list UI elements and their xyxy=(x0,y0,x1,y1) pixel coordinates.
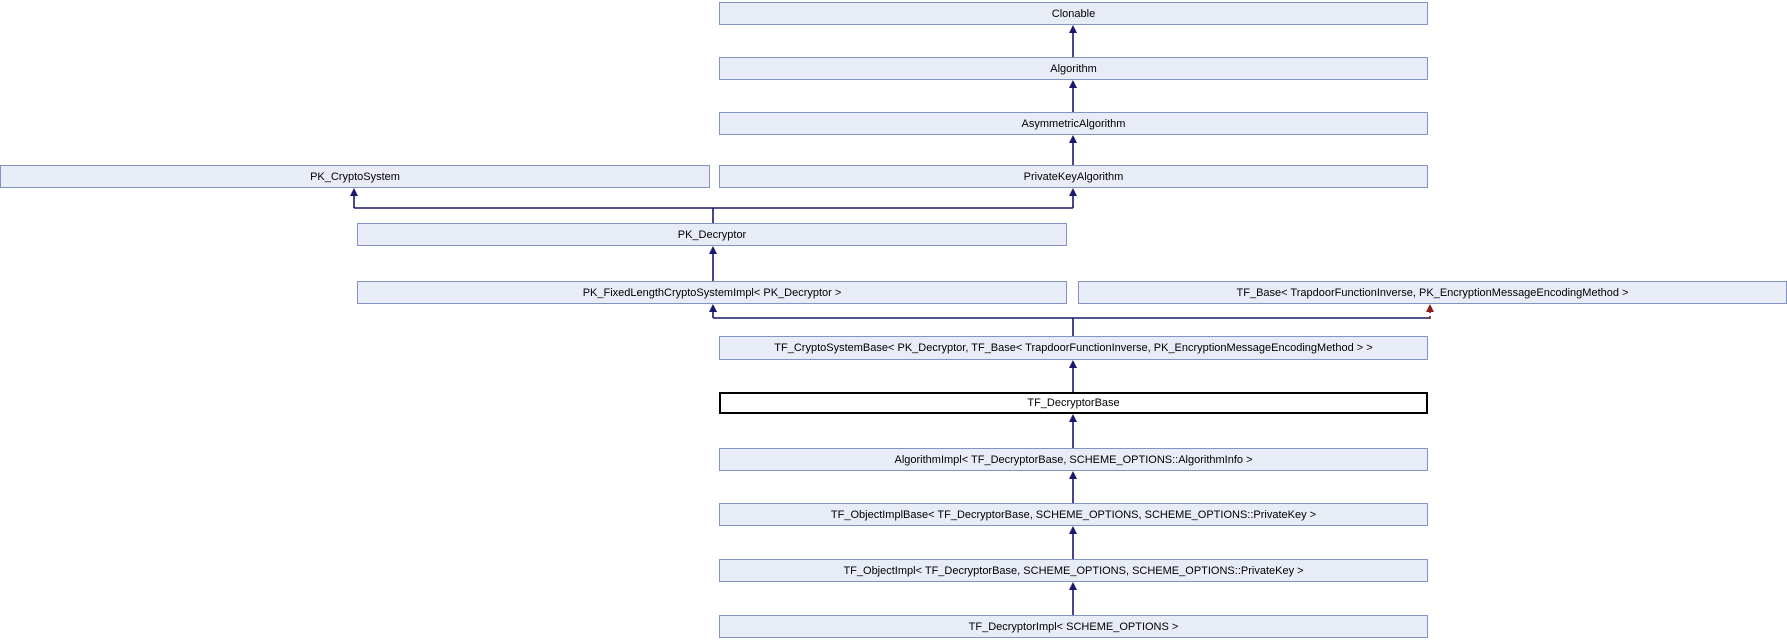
edge-tfobjectimpl-tfobjectimplbase xyxy=(1069,526,1077,559)
class-node-clonable[interactable]: Clonable xyxy=(719,2,1428,25)
class-node-tf-cryptosystem-base[interactable]: TF_CryptoSystemBase< PK_Decryptor, TF_Ba… xyxy=(719,336,1428,360)
class-node-tf-base[interactable]: TF_Base< TrapdoorFunctionInverse, PK_Enc… xyxy=(1078,281,1787,304)
edge-asymmetricalgorithm-algorithm xyxy=(1069,80,1077,112)
edge-pkdecryptor-parents xyxy=(350,188,1077,223)
class-node-algorithm[interactable]: Algorithm xyxy=(719,57,1428,80)
class-node-pk-fixed-length-cryptosystem-impl[interactable]: PK_FixedLengthCryptoSystemImpl< PK_Decry… xyxy=(357,281,1067,304)
class-node-tf-decryptor-impl[interactable]: TF_DecryptorImpl< SCHEME_OPTIONS > xyxy=(719,615,1428,638)
class-node-pk-cryptosystem[interactable]: PK_CryptoSystem xyxy=(0,165,710,188)
edge-tfdecryptorbase-tfcryptosystembase xyxy=(1069,360,1077,392)
class-node-tf-object-impl[interactable]: TF_ObjectImpl< TF_DecryptorBase, SCHEME_… xyxy=(719,559,1428,582)
edge-tfobjectimplbase-algorithmimpl xyxy=(1069,471,1077,503)
edge-tfdecryptorimpl-tfobjectimpl xyxy=(1069,582,1077,615)
edge-algorithm-clonable xyxy=(1069,25,1077,57)
edge-tfcryptosystembase-parents xyxy=(709,304,1434,336)
edge-privatekeyalgorithm-asymmetricalgorithm xyxy=(1069,135,1077,165)
class-node-algorithm-impl[interactable]: AlgorithmImpl< TF_DecryptorBase, SCHEME_… xyxy=(719,448,1428,471)
class-node-private-key-algorithm[interactable]: PrivateKeyAlgorithm xyxy=(719,165,1428,188)
class-node-tf-decryptor-base: TF_DecryptorBase xyxy=(719,392,1428,414)
class-node-tf-object-impl-base[interactable]: TF_ObjectImplBase< TF_DecryptorBase, SCH… xyxy=(719,503,1428,526)
class-node-pk-decryptor[interactable]: PK_Decryptor xyxy=(357,223,1067,246)
class-node-asymmetric-algorithm[interactable]: AsymmetricAlgorithm xyxy=(719,112,1428,135)
edge-pkfixedlength-pkdecryptor xyxy=(709,246,717,281)
edge-algorithmimpl-tfdecryptorbase xyxy=(1069,414,1077,448)
